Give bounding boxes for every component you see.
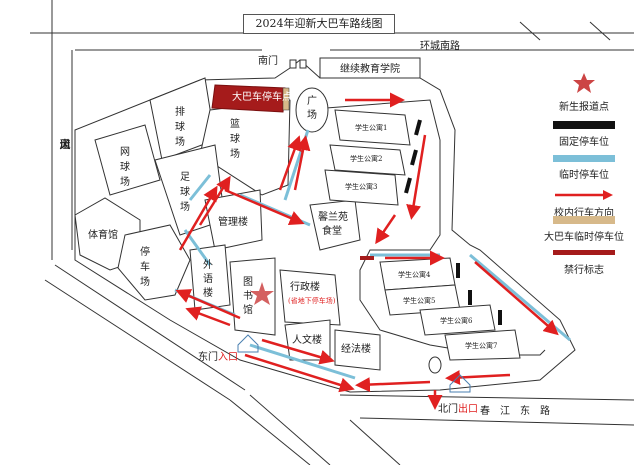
library-label-3: 馆 bbox=[243, 303, 253, 316]
east-gate-label: 东门入口 bbox=[198, 348, 238, 363]
legend-direction: 校内行车方向 bbox=[538, 185, 630, 219]
tennis-label-3: 场 bbox=[120, 175, 130, 188]
road-west-char: 风 bbox=[59, 138, 71, 151]
legend-bus-temp-swatch bbox=[553, 216, 615, 224]
continuing-edu bbox=[319, 57, 421, 79]
library-label-1: 图 bbox=[243, 276, 253, 288]
legend-fixed-label: 固定停车位 bbox=[559, 137, 609, 148]
dorm-6-label: 学生公寓6 bbox=[440, 316, 473, 325]
foreign-label-1: 外 bbox=[203, 259, 213, 271]
football-label-3: 场 bbox=[180, 200, 190, 213]
dorm-3-label: 学生公寓3 bbox=[345, 182, 377, 191]
north-gate-label: 北门出口 bbox=[438, 400, 478, 415]
foreign-label-2: 语 bbox=[203, 273, 213, 285]
law-label: 经法楼 bbox=[341, 342, 371, 355]
east-gate-suffix: 入口 bbox=[218, 352, 238, 363]
legend-bus-temp-label: 大巴车临时停车位 bbox=[544, 232, 624, 243]
football-label-1: 足 bbox=[180, 171, 190, 183]
dorm-6 bbox=[419, 304, 496, 336]
gate-icon bbox=[237, 334, 471, 393]
continuing-edu-label: 继续教育学院 bbox=[340, 62, 400, 75]
road-west-char: 大 bbox=[59, 138, 71, 151]
legend-fixed: 固定停车位 bbox=[538, 121, 630, 148]
library-label-2: 书 bbox=[243, 290, 253, 302]
basketball-label-1: 篮 bbox=[230, 117, 240, 130]
building-labels: 大巴车停车点 继续教育学院 排 球 场 篮 球 场 网 球 场 足 球 场 体育… bbox=[88, 62, 497, 355]
tennis-label-2: 球 bbox=[120, 160, 130, 173]
legend-temp-swatch bbox=[553, 155, 615, 162]
north-gate-suffix: 出口 bbox=[458, 404, 478, 415]
dorm-1-label: 学生公寓1 bbox=[355, 123, 387, 132]
bus-stop-label: 大巴车停车点 bbox=[232, 90, 292, 103]
law-building bbox=[334, 329, 381, 371]
tennis-court bbox=[94, 124, 161, 196]
north-gate-roundabout bbox=[428, 356, 442, 374]
north-gate-prefix: 北门 bbox=[438, 404, 458, 415]
gym-label: 体育馆 bbox=[88, 228, 118, 241]
dorm-7 bbox=[444, 329, 521, 361]
dorm-3 bbox=[324, 169, 399, 206]
legend-report: 新生报道点 bbox=[538, 72, 630, 113]
star-icon bbox=[250, 282, 274, 305]
administration-building bbox=[279, 269, 341, 326]
map-title: 2024年迎新大巴车路线图 bbox=[243, 14, 395, 34]
dorm-7-label: 学生公寓7 bbox=[465, 341, 497, 350]
arrow-right-icon bbox=[555, 190, 613, 200]
legend-fixed-swatch bbox=[553, 121, 615, 129]
admin-label: 管理楼 bbox=[218, 215, 248, 228]
roads bbox=[30, 0, 634, 465]
dorm-5-label: 学生公寓5 bbox=[403, 296, 435, 305]
parking-label-1: 停 bbox=[140, 245, 150, 258]
library bbox=[229, 257, 276, 336]
basketball-label-3: 场 bbox=[230, 147, 240, 160]
tennis-label-1: 网 bbox=[120, 146, 130, 158]
legend-temp: 临时停车位 bbox=[538, 155, 630, 181]
humanities-label: 人文楼 bbox=[292, 333, 322, 346]
dorm-2 bbox=[329, 144, 406, 176]
legend-forbidden-label: 禁行标志 bbox=[564, 265, 604, 276]
road-south-label: 春 江 东 路 bbox=[480, 406, 550, 417]
admin-note-label: (省地下停车场) bbox=[288, 296, 336, 305]
legend-temp-label: 临时停车位 bbox=[559, 170, 609, 181]
bus-stop-area bbox=[211, 84, 286, 113]
dorm-1 bbox=[334, 109, 411, 146]
gate-south-post-l bbox=[289, 59, 297, 69]
admin-bldg-label: 行政楼 bbox=[290, 280, 320, 293]
plaza-label-1: 广 bbox=[307, 95, 317, 107]
star-icon bbox=[573, 73, 595, 93]
road-north-label: 环城南路 bbox=[420, 41, 460, 52]
basketball-label-2: 球 bbox=[230, 132, 240, 145]
dorm-4-label: 学生公寓4 bbox=[398, 270, 431, 279]
legend-forbidden: 禁行标志 bbox=[538, 250, 630, 276]
east-gate-prefix: 东门 bbox=[198, 352, 218, 363]
football-label-2: 球 bbox=[180, 185, 190, 198]
south-gate-label: 南门 bbox=[258, 56, 278, 67]
parking-label-2: 车 bbox=[140, 260, 150, 273]
foreign-language-building bbox=[189, 244, 231, 311]
canteen-label-2: 食堂 bbox=[322, 224, 342, 237]
foreign-label-3: 楼 bbox=[203, 286, 213, 299]
road-west-char: 川 bbox=[59, 138, 71, 151]
parking-label-3: 场 bbox=[140, 275, 150, 288]
volleyball-label-2: 球 bbox=[175, 120, 185, 133]
dorm-2-label: 学生公寓2 bbox=[350, 154, 382, 163]
parking-lot bbox=[117, 224, 191, 301]
bus-temp-parking bbox=[282, 87, 290, 111]
volleyball-label-3: 场 bbox=[175, 135, 185, 148]
legend-forbidden-swatch bbox=[553, 250, 615, 255]
legend-direction-label: 校内行车方向 bbox=[554, 208, 614, 219]
legend-bus-temp: 大巴车临时停车位 bbox=[538, 216, 630, 243]
road-west-char: 道 bbox=[59, 138, 71, 151]
plaza-label-2: 场 bbox=[307, 108, 317, 121]
gate-south-post-r bbox=[299, 59, 307, 69]
fixed-parking-spots bbox=[404, 119, 502, 325]
admin-building bbox=[204, 189, 263, 251]
volleyball-label-1: 排 bbox=[175, 105, 185, 118]
legend-report-label: 新生报道点 bbox=[559, 102, 609, 113]
canteen-label-1: 馨兰苑 bbox=[318, 210, 348, 223]
direction-arrows bbox=[175, 92, 559, 410]
plaza bbox=[295, 87, 329, 133]
canteen bbox=[309, 199, 361, 251]
